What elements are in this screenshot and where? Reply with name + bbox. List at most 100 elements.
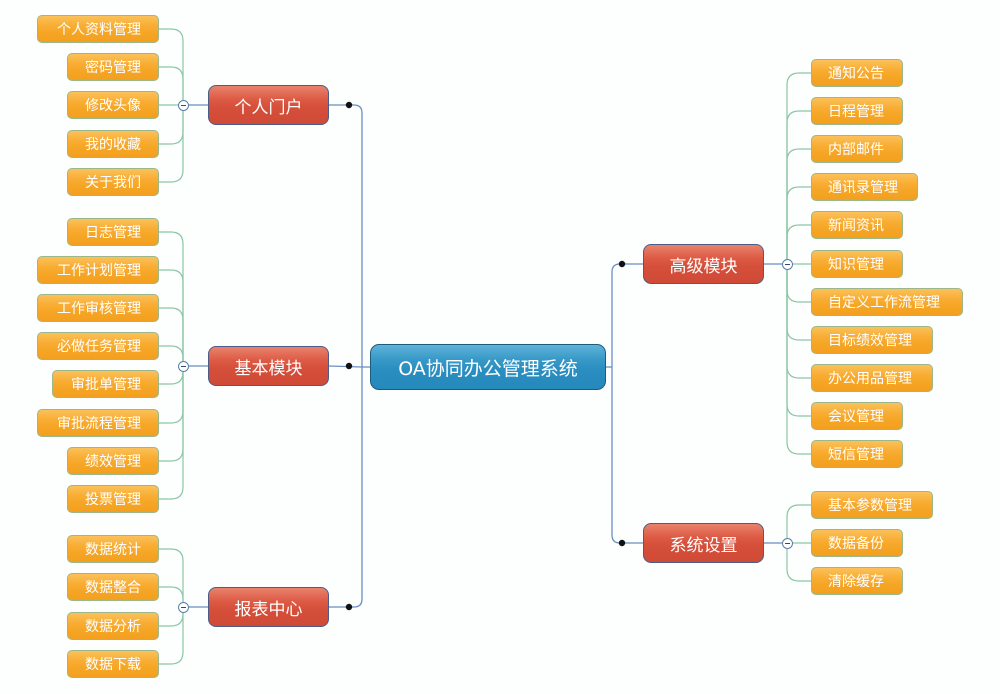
root-node[interactable]: OA协同办公管理系统	[370, 344, 606, 390]
leaf-connector	[159, 231, 184, 366]
leaf-node-label: 个人资料管理	[57, 22, 141, 38]
leaf-node-label: 新闻资讯	[828, 218, 884, 234]
leaf-node-label: 数据分析	[85, 619, 141, 635]
leaf-node[interactable]: 会议管理	[811, 402, 903, 430]
trunk-connector	[329, 104, 363, 367]
branch-node[interactable]: 高级模块	[643, 244, 764, 284]
leaf-node-label: 基本参数管理	[828, 498, 912, 514]
leaf-node[interactable]: 目标绩效管理	[811, 326, 933, 354]
leaf-node-label: 投票管理	[85, 492, 141, 508]
branch-node[interactable]: 系统设置	[643, 523, 764, 563]
leaf-node[interactable]: 日程管理	[811, 97, 903, 125]
leaf-node[interactable]: 关于我们	[67, 168, 159, 196]
leaf-connector	[159, 66, 184, 105]
leaf-node-label: 数据统计	[85, 542, 141, 558]
leaf-node[interactable]: 短信管理	[811, 440, 903, 468]
leaf-connector	[159, 269, 184, 366]
branch-node-label: 高级模块	[669, 256, 738, 277]
trunk-connector	[328, 365, 363, 368]
trunk-connector	[611, 367, 643, 544]
leaf-node[interactable]: 新闻资讯	[811, 211, 903, 239]
leaf-node[interactable]: 数据整合	[67, 573, 159, 601]
leaf-node[interactable]: 投票管理	[67, 485, 159, 513]
leaf-connector	[159, 366, 184, 424]
leaf-connector	[159, 548, 184, 607]
leaf-connector	[786, 224, 811, 264]
leaf-connector	[159, 105, 184, 183]
leaf-node-label: 绩效管理	[85, 454, 141, 470]
leaf-node[interactable]: 数据下载	[67, 650, 159, 678]
branch-node[interactable]: 报表中心	[208, 587, 329, 627]
leaf-node-label: 审批流程管理	[57, 416, 141, 432]
leaf-node-label: 自定义工作流管理	[828, 295, 940, 311]
branch-node-label: 报表中心	[234, 599, 303, 620]
leaf-connector	[786, 72, 811, 264]
branch-node-label: 个人门户	[234, 97, 303, 118]
junction-dot-icon	[345, 603, 353, 611]
trunk-connector	[611, 263, 643, 367]
leaf-node-label: 工作计划管理	[57, 263, 141, 279]
leaf-node[interactable]: 数据统计	[67, 535, 159, 563]
leaf-node[interactable]: 绩效管理	[67, 447, 159, 475]
leaf-connector	[786, 264, 811, 455]
leaf-node-label: 数据下载	[85, 657, 141, 673]
leaf-node-label: 清除缓存	[828, 574, 884, 590]
leaf-node-label: 我的收藏	[85, 137, 141, 153]
branch-node-label: 基本模块	[234, 358, 303, 379]
branch-node[interactable]: 个人门户	[208, 85, 329, 125]
collapse-minus-icon[interactable]	[177, 601, 189, 613]
leaf-connector	[786, 264, 811, 303]
leaf-node[interactable]: 数据备份	[811, 529, 903, 557]
leaf-node[interactable]: 审批单管理	[52, 370, 159, 398]
leaf-node-label: 数据备份	[828, 536, 884, 552]
leaf-connector	[159, 366, 184, 500]
leaf-node[interactable]: 修改头像	[67, 91, 159, 119]
leaf-node[interactable]: 通知公告	[811, 59, 903, 87]
leaf-node[interactable]: 日志管理	[67, 218, 159, 246]
leaf-node[interactable]: 必做任务管理	[37, 332, 159, 360]
branch-node-label: 系统设置	[669, 535, 738, 556]
collapse-minus-icon[interactable]	[177, 99, 189, 111]
leaf-node[interactable]: 工作审核管理	[37, 294, 159, 322]
leaf-node[interactable]: 工作计划管理	[37, 256, 159, 284]
leaf-node[interactable]: 内部邮件	[811, 135, 903, 163]
leaf-connector	[786, 148, 811, 264]
root-node-label: OA协同办公管理系统	[398, 357, 578, 380]
leaf-node-label: 会议管理	[828, 409, 884, 425]
junction-dot-icon	[345, 362, 353, 370]
leaf-connector	[159, 345, 184, 366]
leaf-node-label: 短信管理	[828, 447, 884, 463]
leaf-node-label: 审批单管理	[71, 377, 141, 393]
leaf-node[interactable]: 我的收藏	[67, 130, 159, 158]
leaf-connector	[159, 607, 184, 665]
leaf-node-label: 工作审核管理	[57, 301, 141, 317]
leaf-node[interactable]: 办公用品管理	[811, 364, 933, 392]
leaf-connector	[786, 110, 811, 264]
leaf-node[interactable]: 审批流程管理	[37, 409, 159, 437]
leaf-node-label: 目标绩效管理	[828, 333, 912, 349]
leaf-node-label: 日志管理	[85, 225, 141, 241]
leaf-node[interactable]: 知识管理	[811, 250, 903, 278]
leaf-node[interactable]: 通讯录管理	[811, 173, 918, 201]
collapse-minus-icon[interactable]	[781, 537, 793, 549]
junction-dot-icon	[345, 101, 353, 109]
leaf-node[interactable]: 自定义工作流管理	[811, 288, 963, 316]
leaf-node-label: 内部邮件	[828, 142, 884, 158]
leaf-node-label: 关于我们	[85, 175, 141, 191]
trunk-connector	[329, 367, 363, 608]
leaf-connector	[159, 28, 184, 105]
junction-dot-icon	[618, 260, 626, 268]
leaf-node[interactable]: 清除缓存	[811, 567, 903, 595]
leaf-connector	[786, 543, 811, 582]
leaf-connector	[786, 264, 811, 379]
leaf-node[interactable]: 基本参数管理	[811, 491, 933, 519]
collapse-minus-icon[interactable]	[781, 258, 793, 270]
leaf-connector	[159, 366, 184, 462]
leaf-node[interactable]: 密码管理	[67, 53, 159, 81]
leaf-node[interactable]: 个人资料管理	[37, 15, 159, 43]
collapse-minus-icon[interactable]	[177, 360, 189, 372]
leaf-node[interactable]: 数据分析	[67, 612, 159, 640]
branch-node[interactable]: 基本模块	[208, 346, 329, 386]
junction-dot-icon	[618, 539, 626, 547]
leaf-node-label: 通讯录管理	[828, 180, 898, 196]
